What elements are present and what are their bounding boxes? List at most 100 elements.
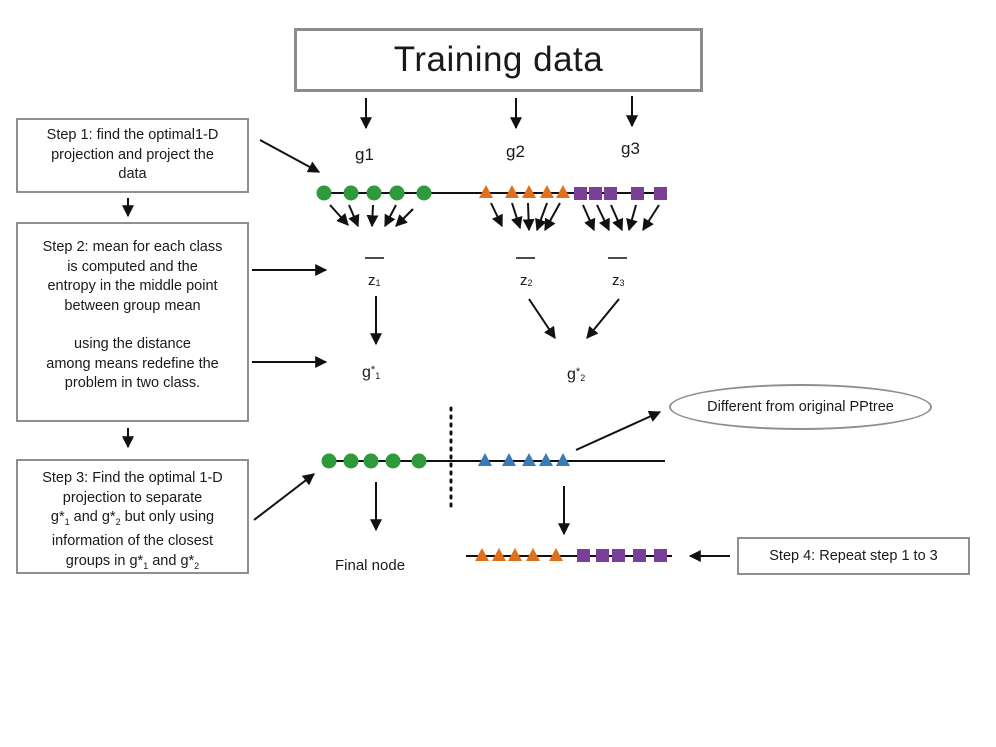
point-g1 — [343, 185, 359, 201]
step3-line3: g*1 and g*2 but only using — [18, 508, 247, 532]
arrow-proj — [626, 204, 638, 232]
group-label-g1: g1 — [355, 145, 374, 164]
arrow-to-note — [575, 410, 662, 451]
step2-line4: between group mean — [64, 297, 201, 314]
step3-line1: Step 3: Find the optimal 1-D — [42, 470, 223, 486]
step2-line6: among means redefine the — [46, 355, 219, 372]
point-g1 — [316, 185, 332, 201]
step3-text: groups in g* — [65, 552, 144, 569]
point-g2star — [478, 453, 492, 466]
step4-box: Step 4: Repeat step 1 to 3 — [737, 537, 970, 575]
point-g2 — [549, 548, 563, 561]
step4-text: Step 4: Repeat step 1 to 3 — [769, 548, 938, 564]
mean-z2: z2 — [520, 272, 533, 289]
step2-line7: problem in two class. — [64, 375, 201, 391]
step1-line2: projection and project the — [51, 146, 214, 163]
point-g2star — [502, 453, 516, 466]
point-g3 — [596, 549, 609, 562]
step2-line5: using the distance — [74, 336, 191, 352]
supergroup-g2-star: g*2 — [567, 366, 585, 384]
title-text: Training data — [393, 40, 604, 79]
arrow-proj — [395, 208, 414, 227]
supergroup-base: g — [567, 366, 576, 383]
note-ellipse: Different from original PPtree — [669, 384, 932, 430]
point-g3 — [577, 549, 590, 562]
supergroup-star: * — [575, 366, 581, 378]
mean-letter: z — [368, 272, 376, 289]
arrow-proj — [510, 202, 523, 230]
arrow-proj — [544, 202, 561, 232]
step3-sub: 1 — [143, 560, 149, 571]
mean-z1: z1 — [368, 272, 381, 289]
step3-line2: projection to separate — [62, 489, 203, 506]
arrow-proj — [582, 204, 596, 232]
point-g1 — [389, 185, 405, 201]
mean-sub: 2 — [527, 278, 533, 288]
step3-g-star: and g* — [148, 552, 195, 569]
mean-z3: z3 — [612, 272, 625, 289]
step2-box: Step 2: mean for each class is computed … — [16, 222, 249, 422]
arrow-proj — [366, 204, 379, 228]
arrow-proj — [522, 202, 535, 232]
arrow-proj — [384, 204, 397, 228]
point-g2 — [556, 185, 570, 198]
class-g1-points — [316, 185, 432, 201]
group-label-g3: g3 — [621, 139, 640, 158]
point-g1 — [366, 185, 382, 201]
group-label-g2: g2 — [506, 142, 525, 161]
point-g2 — [526, 548, 540, 561]
point-g2 — [508, 548, 522, 561]
class-g2star-points — [478, 453, 570, 466]
step3-sub: 1 — [64, 516, 70, 527]
arrow-proj — [490, 202, 503, 228]
final-node-label: Final node — [335, 557, 406, 574]
class-g3-points-bottom — [577, 549, 667, 562]
title-box: Training data — [294, 28, 703, 92]
class-g3-points — [574, 187, 667, 200]
point-g2 — [479, 185, 493, 198]
point-g2 — [492, 548, 506, 561]
point-g1star — [321, 453, 337, 469]
point-g3 — [654, 549, 667, 562]
supergroup-base: g — [362, 364, 371, 381]
arrow-z3-to-g2star — [586, 298, 620, 339]
point-g1star — [363, 453, 379, 469]
step3-text: but only using — [120, 509, 215, 525]
step1-line1: Step 1: find the optimal1-D — [46, 127, 219, 143]
point-g3 — [604, 187, 617, 200]
step3-line5: groups in g*1 and g*2 — [18, 552, 247, 576]
step1-line3: data — [118, 166, 147, 182]
arrow-proj — [610, 204, 624, 232]
step2-line1: Step 2: mean for each class — [42, 239, 223, 255]
step3-line4: information of the closest — [51, 533, 214, 550]
point-g2 — [505, 185, 519, 198]
point-g3 — [574, 187, 587, 200]
arrow-proj — [642, 204, 660, 232]
mean-sub: 3 — [619, 278, 625, 288]
note-text: Different from original PPtree — [707, 399, 894, 415]
mean-letter: z — [612, 272, 620, 289]
point-g2 — [540, 185, 554, 198]
step3-sub: 2 — [115, 516, 121, 527]
step3-sub: 2 — [194, 560, 200, 571]
step1-box: Step 1: find the optimal1-D projection a… — [16, 118, 249, 193]
supergroup-g1-star: g*1 — [362, 364, 380, 382]
point-g3 — [589, 187, 602, 200]
supergroup-sub: 2 — [580, 373, 586, 383]
step2-line2: is computed and the — [67, 258, 198, 275]
point-g1star — [343, 453, 359, 469]
step2-line3: entropy in the middle point — [47, 278, 218, 294]
class-g2-points-bottom — [475, 548, 563, 561]
point-g2star — [539, 453, 553, 466]
arrow-z2-to-g2star — [528, 298, 556, 339]
point-g3 — [631, 187, 644, 200]
step3-g-star: g* — [50, 509, 65, 525]
point-g1star — [411, 453, 427, 469]
point-g2 — [522, 185, 536, 198]
supergroup-star: * — [370, 364, 376, 376]
point-g1star — [385, 453, 401, 469]
arrow-step1-to-line — [259, 139, 321, 173]
point-g3 — [654, 187, 667, 200]
